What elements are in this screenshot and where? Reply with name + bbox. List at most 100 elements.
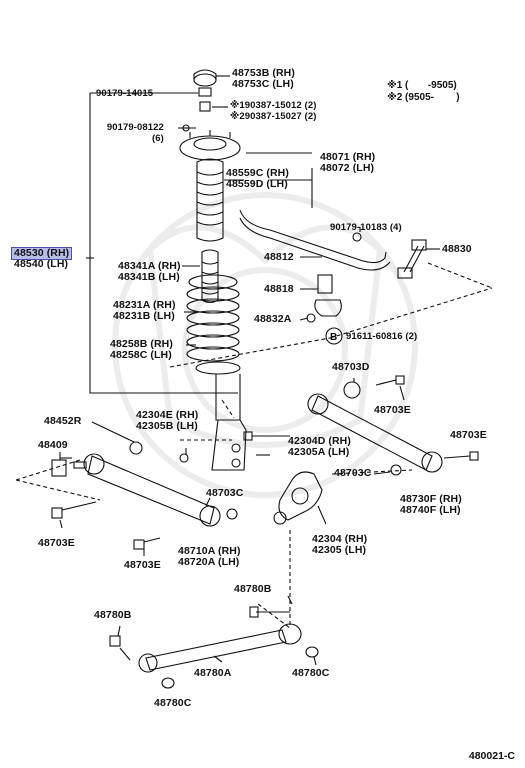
label-48780C-right[interactable]: 48780C bbox=[292, 668, 329, 679]
date-legend: ※1 ( -9505) ※2 (9505- ) bbox=[387, 80, 460, 104]
label-48703E-top[interactable]: 48703E bbox=[374, 405, 411, 416]
bushing-48409 bbox=[51, 459, 67, 477]
upper-support bbox=[179, 135, 241, 161]
label-90179-14015[interactable]: 90179-14015 bbox=[96, 88, 153, 99]
label-48703E-left[interactable]: 48703E bbox=[38, 538, 75, 549]
label-48703E-bottom[interactable]: 48703E bbox=[124, 560, 161, 571]
label-48832-line1: 48832A bbox=[254, 313, 292, 325]
label-48559-line2: 48559D (LH) bbox=[226, 178, 288, 190]
label-48780B-left[interactable]: 48780B bbox=[94, 610, 131, 621]
label-42304D-line2: 42305A (LH) bbox=[288, 446, 350, 458]
label-48780A[interactable]: 48780A bbox=[194, 668, 231, 679]
label-48703D[interactable]: 48703D bbox=[332, 362, 369, 373]
label-48703C-left[interactable]: 48703C bbox=[206, 488, 243, 499]
label-42304E-line1: 42304E (RH) bbox=[136, 409, 199, 421]
label-48703D-line1: 48703D bbox=[332, 361, 370, 373]
label-48780C-bottom[interactable]: 48780C bbox=[154, 698, 191, 709]
label-48780C-right-line1: 48780C bbox=[292, 667, 330, 679]
callout-b-circle bbox=[325, 327, 343, 345]
bump-stopper bbox=[201, 249, 219, 304]
strut-nut-top bbox=[193, 73, 217, 87]
label-48231[interactable]: 48231A (RH) 48231B (LH) bbox=[113, 300, 176, 322]
label-48830-line1: 48830 bbox=[442, 243, 472, 255]
label-48753-line1: 48753B (RH) bbox=[232, 67, 295, 79]
label-48753[interactable]: 48753B (RH) 48753C (LH) bbox=[232, 68, 295, 90]
label-48559-line1: 48559C (RH) bbox=[226, 167, 289, 179]
label-42304[interactable]: 42304 (RH) 42305 (LH) bbox=[312, 534, 367, 556]
dashed-guides bbox=[15, 262, 493, 629]
label-42304D[interactable]: 42304D (RH) 42305A (LH) bbox=[288, 436, 351, 458]
watermark-emblem bbox=[112, 192, 418, 498]
spring-lower-insulator bbox=[195, 361, 241, 375]
label-48730-line2: 48740F (LH) bbox=[400, 504, 461, 516]
label-48530[interactable]: 48530 (RH) 48540 (LH) bbox=[10, 247, 73, 270]
label-48452R[interactable]: 48452R bbox=[44, 416, 81, 427]
label-42304E-line2: 42305B (LH) bbox=[136, 420, 198, 432]
label-48231-line1: 48231A (RH) bbox=[113, 299, 176, 311]
label-48703E-top-line1: 48703E bbox=[374, 404, 411, 416]
label-48703E-bottom-line1: 48703E bbox=[124, 559, 161, 571]
label-48071-line1: 48071 (RH) bbox=[320, 151, 376, 163]
label-90179-10183-line1: 90179-10183 (4) bbox=[330, 222, 402, 233]
label-48710[interactable]: 48710A (RH) 48720A (LH) bbox=[178, 546, 241, 568]
label-48703C-mid[interactable]: 48703C bbox=[334, 468, 371, 479]
shock-bracket bbox=[211, 419, 247, 471]
strut-rod-48780A bbox=[145, 629, 287, 671]
stabilizer-bushing bbox=[317, 274, 333, 294]
label-48452R-line1: 48452R bbox=[44, 415, 82, 427]
label-48703E-right-line1: 48703E bbox=[450, 429, 487, 441]
label-90179-08122-line2: (6) bbox=[152, 133, 164, 144]
label-48832[interactable]: 48832A bbox=[254, 314, 291, 325]
label-42304-line1: 42304 (RH) bbox=[312, 533, 368, 545]
stabilizer-bracket bbox=[314, 299, 342, 317]
callout-b-letter: B bbox=[330, 332, 337, 343]
label-48710-line1: 48710A (RH) bbox=[178, 545, 241, 557]
label-48258[interactable]: 48258B (RH) 48258C (LH) bbox=[110, 339, 173, 361]
label-48530-line2: 48540 (LH) bbox=[14, 258, 69, 270]
label-90387-line1: ※190387-15012 (2) bbox=[230, 100, 317, 111]
bushing-48703D bbox=[343, 381, 361, 399]
label-90387-line2: ※290387-15027 (2) bbox=[230, 111, 317, 122]
label-42304E[interactable]: 42304E (RH) 42305B (LH) bbox=[136, 410, 198, 432]
label-48780B-top-line1: 48780B bbox=[234, 583, 272, 595]
label-42304-line2: 42305 (LH) bbox=[312, 544, 367, 556]
label-48818[interactable]: 48818 bbox=[264, 284, 294, 295]
label-48341-line1: 48341A (RH) bbox=[118, 260, 181, 272]
label-48341-line2: 48341B (LH) bbox=[118, 271, 180, 283]
label-48780C-bottom-line1: 48780C bbox=[154, 697, 192, 709]
label-42304D-line1: 42304D (RH) bbox=[288, 435, 351, 447]
label-90179-14015-line1: 90179-14015 bbox=[96, 88, 154, 99]
label-48753-line2: 48753C (LH) bbox=[232, 78, 294, 90]
lateral-link-48710 bbox=[87, 455, 215, 525]
label-48258-line2: 48258C (LH) bbox=[110, 349, 172, 361]
label-48780A-line1: 48780A bbox=[194, 667, 232, 679]
label-48231-line2: 48231B (LH) bbox=[113, 310, 175, 322]
label-48409[interactable]: 48409 bbox=[38, 440, 68, 451]
label-48703E-left-line1: 48703E bbox=[38, 537, 75, 549]
label-48559[interactable]: 48559C (RH) 48559D (LH) bbox=[226, 168, 289, 190]
label-48812-line1: 48812 bbox=[264, 251, 294, 263]
label-48341[interactable]: 48341A (RH) 48341B (LH) bbox=[118, 261, 181, 283]
label-48703E-right[interactable]: 48703E bbox=[450, 430, 487, 441]
label-48830[interactable]: 48830 bbox=[442, 244, 472, 255]
label-90387[interactable]: ※190387-15012 (2) ※290387-15027 (2) bbox=[230, 100, 316, 122]
legend-line-1: ※1 ( -9505) bbox=[387, 80, 457, 91]
label-90179-08122-line1: 90179-08122 bbox=[106, 122, 164, 133]
label-48818-line1: 48818 bbox=[264, 283, 294, 295]
label-48730-line1: 48730F (RH) bbox=[400, 493, 462, 505]
label-48780B-top[interactable]: 48780B bbox=[234, 584, 271, 595]
label-91611-60816[interactable]: 91611-60816 (2) bbox=[346, 331, 417, 342]
bolts bbox=[51, 375, 479, 661]
label-48409-line1: 48409 bbox=[38, 439, 68, 451]
label-91611-60816-line1: 91611-60816 (2) bbox=[346, 331, 418, 342]
label-48258-line1: 48258B (RH) bbox=[110, 338, 173, 350]
label-48812[interactable]: 48812 bbox=[264, 252, 294, 263]
label-48730[interactable]: 48730F (RH) 48740F (LH) bbox=[400, 494, 462, 516]
label-90179-10183[interactable]: 90179-10183 (4) bbox=[330, 222, 402, 233]
stabilizer-bar bbox=[239, 209, 391, 271]
label-90179-08122[interactable]: 90179-08122 (6) bbox=[96, 122, 164, 144]
legend-line-2: ※2 (9505- ) bbox=[387, 92, 460, 103]
label-48703C-mid-line1: 48703C bbox=[334, 467, 372, 479]
dust-boot bbox=[196, 158, 224, 242]
label-48071[interactable]: 48071 (RH) 48072 (LH) bbox=[320, 152, 375, 174]
